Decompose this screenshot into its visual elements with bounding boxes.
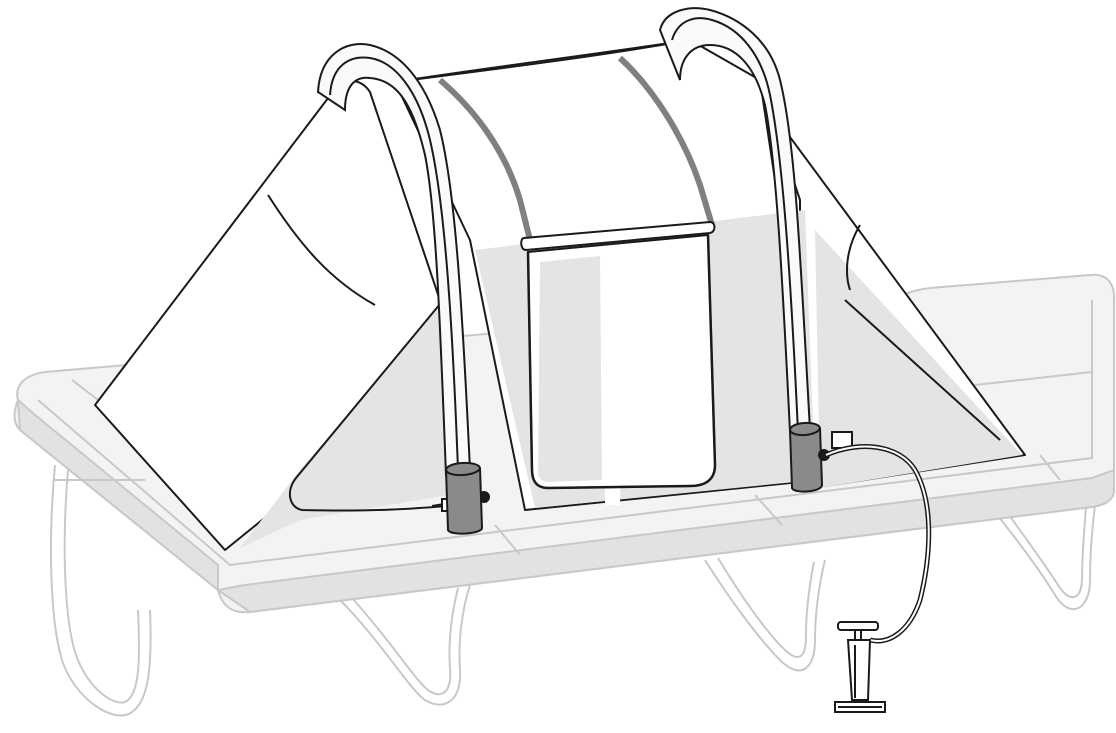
trampoline-leg-front-left-inner (63, 469, 140, 704)
trampoline-pad-front-edge (215, 468, 1115, 614)
trampoline-leg-back-right-inner (997, 499, 1087, 599)
left-air-beam-inner-line (329, 56, 459, 471)
pump-handle (837, 621, 879, 631)
trampoline-pad-inner-edge (37, 300, 1093, 567)
tent-seam-left (438, 77, 533, 241)
tent-right-fly-fold (846, 224, 861, 291)
left-beam-valve-sleeve (444, 462, 484, 535)
tent-left-fly-fold (267, 194, 376, 306)
trampoline-leg-front-mid (339, 584, 471, 706)
air-beams (316, 7, 853, 535)
pad-seam-1 (71, 379, 99, 401)
pad-seam-5 (1039, 454, 1061, 481)
tent-right-fly-shadow (815, 230, 1022, 488)
left-beam-sleeve-top (445, 467, 481, 476)
trampoline-leg-front-right-inner (717, 557, 815, 658)
tent-cross-bar (520, 220, 716, 252)
trampoline-leg-front-mid-inner (351, 587, 459, 696)
pump-hose-core (825, 445, 930, 642)
tent-left-door (288, 297, 447, 512)
pump-cylinder (846, 639, 872, 701)
trampoline-legs (49, 464, 1096, 717)
tent-seam-right (617, 55, 715, 226)
tent-right-fly-edge (844, 299, 1001, 441)
right-beam-sleeve-top (789, 427, 821, 436)
trampoline-leg-front-left (49, 464, 152, 717)
tent-door-outline (526, 234, 717, 490)
pad-seam-6 (974, 371, 1093, 386)
pad-seam-4 (754, 494, 783, 526)
pad-seam-3 (494, 524, 521, 556)
right-air-beam-inner-line (671, 17, 799, 433)
trampoline-pad-left-edge (16, 397, 219, 593)
tent (94, 39, 1026, 551)
hand-pump (824, 444, 932, 713)
trampoline-leg-back-right (984, 499, 1096, 611)
trampoline-leg-front-right (704, 559, 826, 672)
pump-rod (854, 629, 862, 641)
right-beam-valve-sleeve (788, 422, 824, 493)
tent-door-shadow (538, 256, 602, 482)
tent-top-curve (394, 39, 691, 83)
